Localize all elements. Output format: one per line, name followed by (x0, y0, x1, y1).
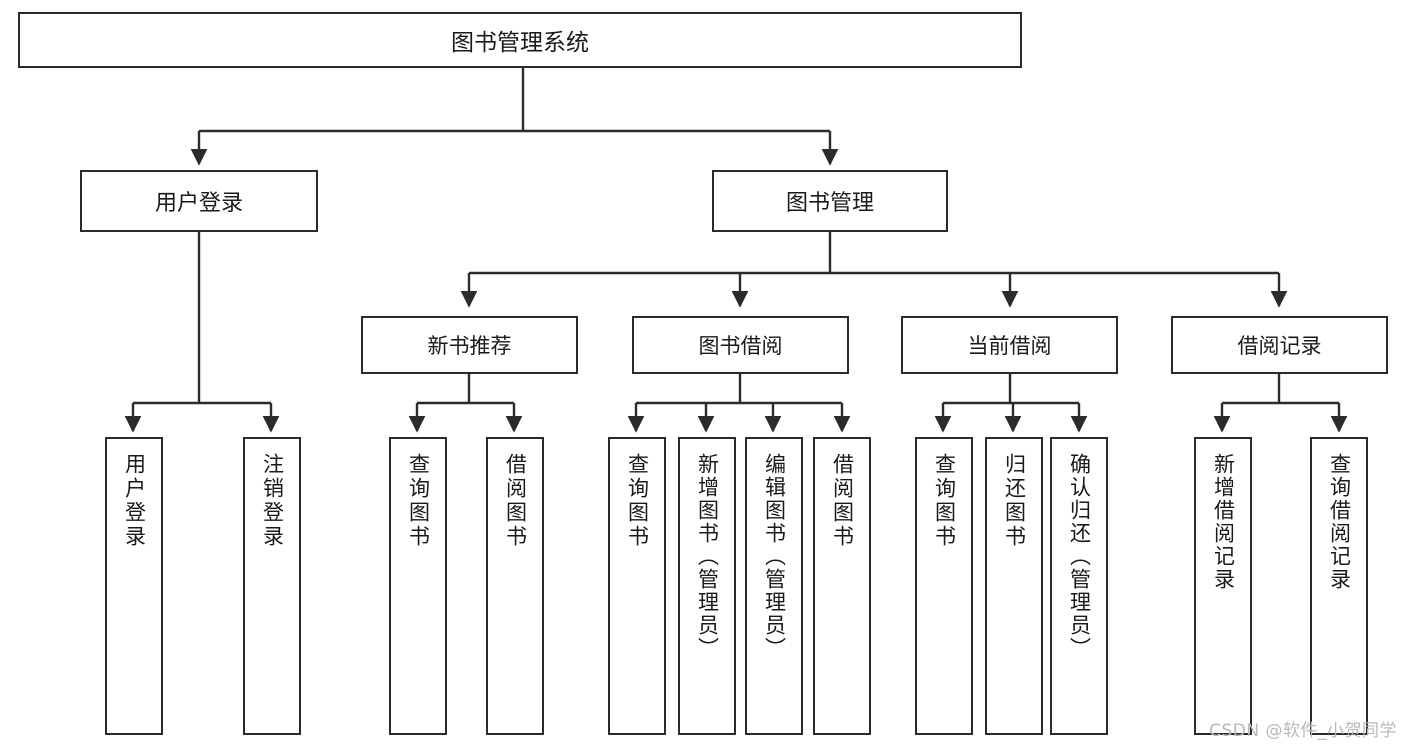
node-borrow-record[interactable]: 借阅记录 (1171, 316, 1388, 374)
leaf-record-query-record[interactable]: 查询借阅记录 (1310, 437, 1368, 735)
node-label: 图书管理 (785, 191, 874, 216)
leaf-user-login-login[interactable]: 用户登录 (105, 437, 163, 735)
node-label: 查询图书 (932, 453, 957, 549)
node-book-management[interactable]: 图书管理 (712, 170, 948, 232)
node-label: 确认归还（管理员） (1067, 453, 1092, 660)
node-current-borrow[interactable]: 当前借阅 (901, 316, 1118, 374)
leaf-user-login-logout[interactable]: 注销登录 (243, 437, 301, 735)
node-label: 归还图书 (1002, 453, 1027, 549)
leaf-current-confirm-return-admin[interactable]: 确认归还（管理员） (1050, 437, 1108, 735)
leaf-current-query-book[interactable]: 查询图书 (915, 437, 973, 735)
node-user-login[interactable]: 用户登录 (80, 170, 318, 232)
leaf-recommend-query-book[interactable]: 查询图书 (389, 437, 447, 735)
node-label: 图书管理系统 (451, 30, 589, 56)
node-label: 图书借阅 (698, 334, 783, 358)
node-label: 用户登录 (122, 453, 147, 549)
node-label: 编辑图书（管理员） (762, 453, 787, 660)
leaf-record-add-record[interactable]: 新增借阅记录 (1194, 437, 1252, 735)
leaf-recommend-borrow-book[interactable]: 借阅图书 (486, 437, 544, 735)
leaf-borrow-edit-book-admin[interactable]: 编辑图书（管理员） (745, 437, 803, 735)
csdn-watermark: CSDN @软件_小贺同学 (1209, 721, 1397, 741)
node-label: 注销登录 (260, 453, 285, 549)
node-label: 查询图书 (625, 453, 650, 549)
node-root-system[interactable]: 图书管理系统 (18, 12, 1022, 68)
node-label: 当前借阅 (967, 334, 1052, 358)
node-label: 查询图书 (406, 453, 431, 549)
leaf-borrow-add-book-admin[interactable]: 新增图书（管理员） (678, 437, 736, 735)
node-label: 查询借阅记录 (1327, 453, 1352, 591)
node-label: 借阅记录 (1237, 334, 1322, 358)
node-new-book-recommend[interactable]: 新书推荐 (361, 316, 578, 374)
leaf-current-return-book[interactable]: 归还图书 (985, 437, 1043, 735)
node-book-borrow[interactable]: 图书借阅 (632, 316, 849, 374)
node-label: 新增图书（管理员） (695, 453, 720, 660)
leaf-borrow-borrow-book[interactable]: 借阅图书 (813, 437, 871, 735)
node-label: 用户登录 (154, 191, 243, 216)
node-label: 借阅图书 (830, 453, 855, 549)
node-label: 新增借阅记录 (1211, 453, 1236, 591)
leaf-borrow-query-book[interactable]: 查询图书 (608, 437, 666, 735)
node-label: 新书推荐 (427, 334, 512, 358)
node-label: 借阅图书 (503, 453, 528, 549)
